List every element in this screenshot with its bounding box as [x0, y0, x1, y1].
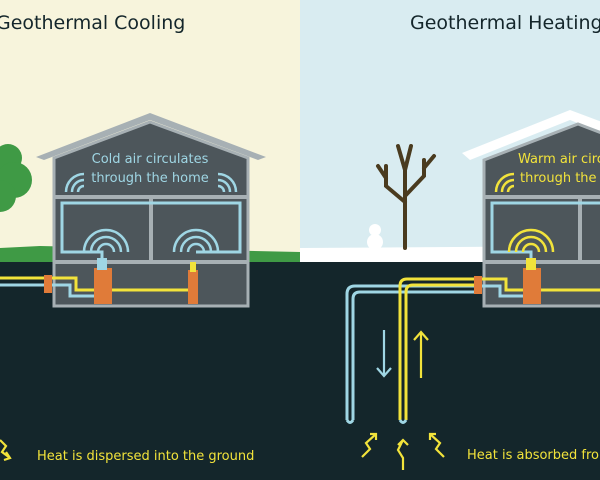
- heat-absorb-icon: [361, 432, 445, 470]
- bush-icon: [0, 144, 32, 212]
- interior-wall: [578, 197, 582, 262]
- valve: [474, 276, 482, 294]
- heating-pipes: [345, 277, 600, 424]
- cooling-house-text-line1: Cold air circulates: [92, 152, 209, 167]
- heating-title: Geothermal Heating: [410, 12, 600, 34]
- up-arrow-icon: [413, 330, 429, 378]
- pump-2-top: [190, 262, 196, 272]
- lower-floor: [484, 260, 600, 264]
- air-wave-icon: [494, 172, 555, 253]
- snowy-roof: [462, 110, 600, 160]
- pump-top: [97, 258, 107, 270]
- heating-house-text-line1: Warm air circulates: [518, 152, 600, 167]
- heating-house: Warm air circulates through the home: [462, 110, 600, 308]
- snowman-icon: [367, 224, 383, 250]
- warm-pipe: [398, 277, 600, 420]
- upper-floor: [484, 195, 600, 199]
- cooling-house-text-line2: through the home: [91, 171, 209, 186]
- down-arrow-icon: [376, 330, 392, 378]
- air-duct: [490, 201, 600, 262]
- heating-ground-caption: Heat is absorbed from the ground: [467, 448, 600, 463]
- cooling-title: Geothermal Cooling: [0, 12, 185, 34]
- heat-pump: [94, 268, 112, 304]
- pump-top: [526, 258, 536, 270]
- cooling-panel: Cold air circulates through the home Hea…: [0, 0, 300, 464]
- warm-pipe: [0, 276, 190, 292]
- cold-pipe: [0, 283, 96, 298]
- pump-2: [188, 270, 198, 304]
- air-duct: [60, 201, 242, 262]
- air-wave-icon: [64, 172, 238, 253]
- heating-panel: Warm air circulates through the home: [300, 0, 600, 480]
- bare-tree-icon: [376, 144, 436, 250]
- cold-pipe: [345, 284, 526, 420]
- heating-house-text-line2: through the home: [520, 171, 600, 186]
- heat-arrow-icon: [0, 439, 12, 462]
- valve: [44, 275, 52, 293]
- interior-wall: [149, 197, 153, 262]
- heat-pump: [523, 268, 541, 304]
- cooling-ground-caption: Heat is dispersed into the ground: [37, 449, 254, 464]
